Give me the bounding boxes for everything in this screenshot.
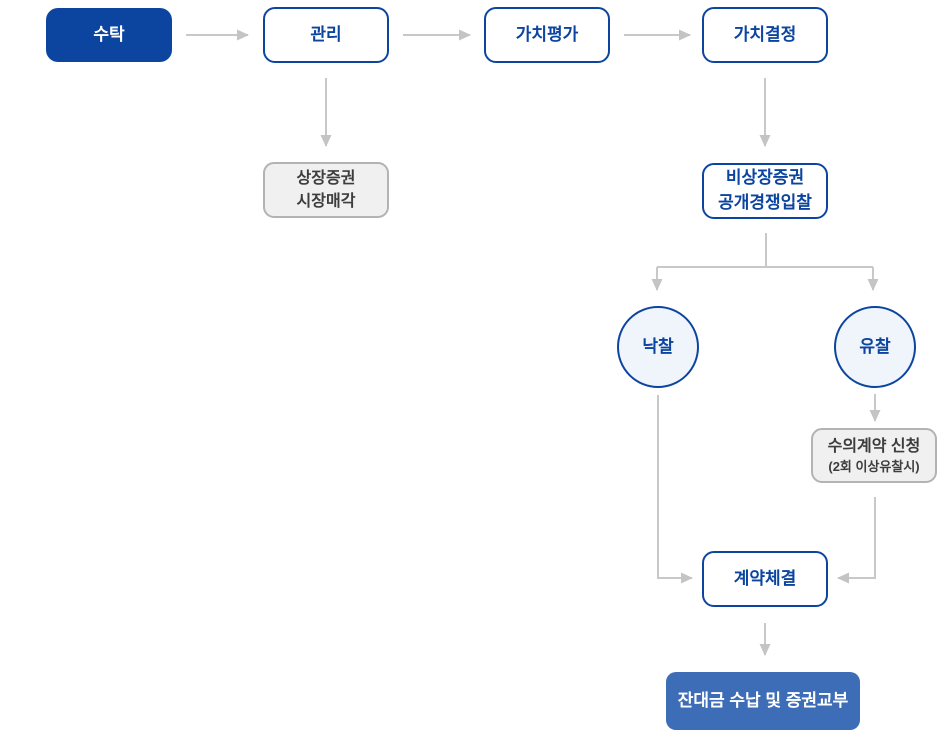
node-final-label: 잔대금 수납 및 증권교부 <box>677 690 849 710</box>
node-negotiated-line1: 수의계약 신청 <box>827 438 921 456</box>
node-management: 관리 <box>263 7 389 63</box>
node-contract-signed: 계약체결 <box>702 551 828 607</box>
node-negotiated-line2: (2회 이상유찰시) <box>828 459 920 475</box>
node-unlisted-line2: 공개경쟁입찰 <box>718 193 812 212</box>
node-valuation-label: 가치평가 <box>515 24 579 44</box>
node-trust-label: 수탁 <box>93 24 125 44</box>
node-unlisted-securities-open-bid: 비상장증권 공개경쟁입찰 <box>702 163 828 219</box>
node-unlisted-line1: 비상장증권 <box>725 168 805 188</box>
arrow-negotiated-to-contract <box>837 497 876 584</box>
node-listed-securities-market-sale: 상장증권 시장매각 <box>263 162 389 218</box>
arrow-winning-to-contract <box>657 395 693 584</box>
node-listed-line2: 시장매각 <box>296 193 356 210</box>
node-management-label: 관리 <box>310 24 342 44</box>
node-failed-bid-label: 유찰 <box>859 336 891 356</box>
node-value-decision-label: 가치결정 <box>733 24 797 44</box>
node-winning-bid: 낙찰 <box>617 306 699 388</box>
node-valuation: 가치평가 <box>484 7 610 63</box>
node-balance-payment-and-securities-delivery: 잔대금 수납 및 증권교부 <box>666 672 860 730</box>
node-failed-bid: 유찰 <box>834 306 916 388</box>
node-winning-bid-label: 낙찰 <box>642 336 674 356</box>
node-trust: 수탁 <box>46 8 172 62</box>
node-value-decision: 가치결정 <box>702 7 828 63</box>
node-negotiated-contract-request: 수의계약 신청 (2회 이상유찰시) <box>811 428 937 483</box>
node-contract-signed-label: 계약체결 <box>733 568 797 588</box>
node-listed-line1: 상장증권 <box>296 169 356 187</box>
